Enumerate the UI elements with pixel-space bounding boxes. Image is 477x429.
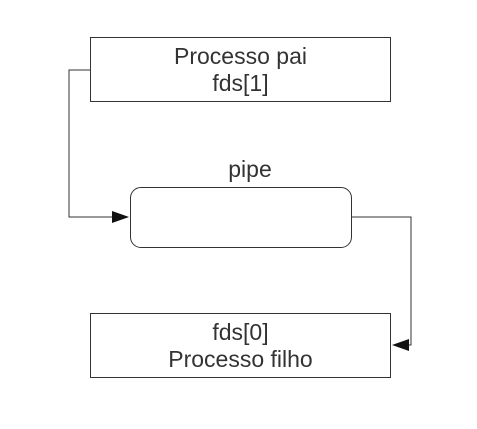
read-end-arrowhead: [392, 339, 409, 351]
pipe-label: pipe: [228, 156, 272, 182]
parent-process-box: Processo pai fds[1]: [90, 37, 391, 102]
parent-write-descriptor: fds[1]: [212, 69, 269, 96]
write-end-arrowhead: [112, 211, 129, 223]
child-process-box: fds[0] Processo filho: [90, 313, 391, 378]
write-end-connector: [68, 69, 120, 218]
parent-process-title: Processo pai: [174, 42, 307, 69]
pipe-box: [130, 187, 352, 248]
child-read-descriptor: fds[0]: [212, 318, 269, 345]
child-process-title: Processo filho: [168, 345, 313, 372]
